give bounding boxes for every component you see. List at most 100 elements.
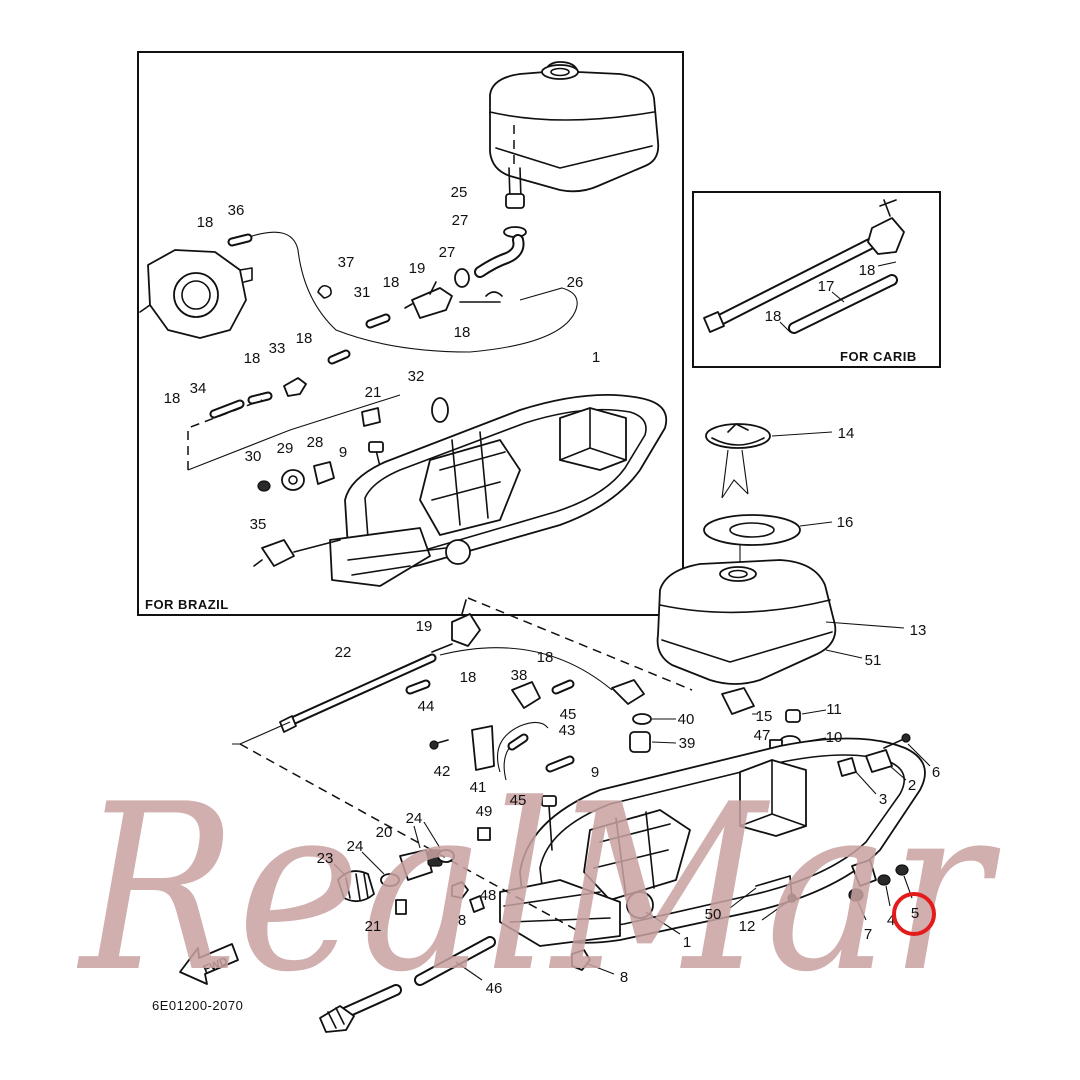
part-label-28: 28	[307, 434, 324, 451]
leader-1-lower	[645, 911, 681, 935]
screw-42-head	[429, 740, 439, 750]
part-label-12: 12	[739, 918, 756, 935]
fuel-cock-19-lever	[404, 281, 437, 309]
part-label-18: 18	[537, 649, 554, 666]
band-32	[431, 397, 449, 423]
part-label-5: 5	[911, 905, 919, 922]
bracket-upper-detail	[559, 407, 627, 461]
part-label-20: 20	[376, 824, 393, 841]
part-label-3: 3	[879, 791, 887, 808]
hose-17-inner	[790, 276, 896, 332]
part-label-49: 49	[476, 803, 493, 820]
carburetor-bore-inner	[181, 280, 211, 310]
part-label-19: 19	[409, 260, 426, 277]
leader-16	[799, 521, 833, 527]
part-label-18: 18	[765, 308, 782, 325]
part-label-4: 4	[887, 912, 895, 929]
part-label-44: 44	[418, 698, 435, 715]
part-label-48: 48	[480, 887, 497, 904]
clip-4	[851, 859, 877, 887]
leader-17	[831, 291, 845, 303]
part-label-39: 39	[679, 735, 696, 752]
part-label-9: 9	[339, 444, 347, 461]
cap-chain	[721, 449, 749, 499]
inset-carib: FOR CARIB	[692, 191, 941, 368]
leader-50-12	[729, 887, 791, 921]
part-label-36: 36	[228, 202, 245, 219]
part-label-27: 27	[452, 212, 469, 229]
part-label-15: 15	[756, 708, 773, 725]
clip-37	[317, 284, 332, 299]
fuel-line-routing	[245, 231, 578, 353]
carburetor-tabs	[139, 267, 253, 313]
bracket-upper	[559, 407, 627, 471]
hose-26-inner	[476, 236, 523, 276]
diagram-code: 6E01200-2070	[152, 998, 243, 1013]
gasket-16	[703, 514, 801, 546]
fuel-cap-14-detail	[711, 423, 765, 446]
bushing-48	[469, 895, 485, 913]
fuel-line-carib-inner	[712, 240, 874, 326]
part-label-8: 8	[620, 969, 628, 986]
leader-18-carib	[779, 261, 897, 333]
part-label-35: 35	[250, 516, 267, 533]
grommet-29-inner	[288, 475, 298, 485]
part-label-45: 45	[560, 706, 577, 723]
swivel-lower	[626, 891, 654, 919]
leader-14	[771, 431, 833, 437]
nut-8-lower	[571, 949, 591, 971]
clamp-2	[865, 749, 893, 773]
clamp-27-lower	[454, 268, 470, 288]
part-label-51: 51	[865, 652, 882, 669]
mount-bracket-lower	[583, 809, 691, 901]
rod-22-end	[279, 715, 297, 733]
part-label-17: 17	[818, 278, 835, 295]
routing-dash-main	[239, 743, 581, 933]
nut-5	[895, 864, 909, 876]
rod-22-inner	[287, 655, 435, 725]
collar-28	[313, 461, 335, 485]
part-label-18: 18	[197, 214, 214, 231]
part-label-18: 18	[164, 390, 181, 407]
plate-49	[477, 827, 491, 841]
joint-18-lower-inner	[553, 681, 573, 693]
leader-6-2-3	[855, 743, 931, 795]
part-label-29: 29	[277, 440, 294, 457]
valve-carib	[867, 217, 905, 255]
fitting-25-body	[505, 193, 525, 209]
fuel-cock-19-lower-stem	[431, 599, 467, 653]
part-label-18: 18	[859, 262, 876, 279]
fuel-cock-19	[411, 287, 453, 319]
mount-bracket-upper-detail	[431, 431, 506, 526]
part-label-33: 33	[269, 340, 286, 357]
joint-44-inner	[407, 681, 429, 693]
bolt-9-head	[368, 441, 384, 453]
primer-23-ribs	[345, 873, 369, 901]
nut-4	[877, 874, 891, 886]
inset-carib-frame	[692, 191, 941, 368]
fuel-cock-38	[511, 681, 541, 709]
part-label-41: 41	[470, 779, 487, 796]
part-label-40: 40	[678, 711, 695, 728]
mount-bracket-upper	[419, 439, 521, 536]
filter-39	[629, 731, 651, 753]
fuel-tank-upper	[489, 61, 660, 193]
fuel-tank-13-edge	[659, 599, 833, 663]
nut-30	[257, 480, 271, 492]
part-label-43: 43	[559, 722, 576, 739]
rod-50	[755, 875, 791, 887]
part-label-6: 6	[932, 764, 940, 781]
bracket-20	[399, 849, 433, 881]
part-label-46: 46	[486, 980, 503, 997]
switch-35	[261, 539, 295, 567]
washer-24a	[437, 849, 455, 863]
part-label-24: 24	[406, 810, 423, 827]
part-label-7: 7	[864, 926, 872, 943]
part-label-22: 22	[335, 644, 352, 661]
connector-46-ribs	[327, 1007, 345, 1029]
fwd-arrow-shape	[179, 943, 239, 985]
part-label-14: 14	[838, 425, 855, 442]
gasket-16-inner	[729, 522, 775, 538]
inset-brazil: FOR BRAZIL	[137, 51, 684, 616]
screw-6-head	[901, 733, 911, 743]
